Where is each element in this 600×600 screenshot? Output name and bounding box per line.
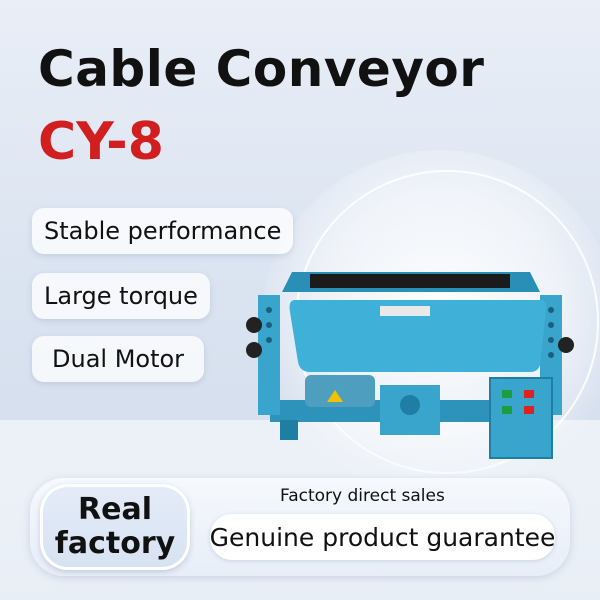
stop-button-2-icon (524, 406, 534, 414)
machine-post-left (258, 295, 280, 415)
promo-guarantee-text: Genuine product guarantee (210, 514, 555, 560)
motor (305, 375, 375, 407)
badge-line-2: factory (54, 526, 176, 561)
feature-large-torque: Large torque (32, 273, 210, 319)
machine-label (380, 306, 430, 316)
start-button-2-icon (502, 406, 512, 414)
feature-stable-performance: Stable performance (32, 208, 294, 254)
product-title: Cable Conveyor (38, 40, 485, 98)
stop-button-icon (524, 390, 534, 398)
product-model: CY-8 (38, 112, 164, 172)
start-button-icon (502, 390, 512, 398)
real-factory-badge: Real factory (40, 484, 190, 570)
warning-icon (327, 390, 343, 402)
conveyor-belt-top (310, 274, 510, 288)
knob-left-top-icon (246, 317, 262, 333)
feature-dual-motor: Dual Motor (32, 336, 205, 382)
gear-hole-icon (400, 395, 420, 415)
promo-small-text: Factory direct sales (280, 486, 445, 506)
cable-conveyor-machine-image (246, 272, 574, 459)
badge-line-1: Real (78, 492, 152, 527)
machine-foot-left (280, 420, 298, 440)
machine-body (289, 300, 547, 372)
knob-right-icon (558, 337, 574, 353)
control-box (489, 377, 553, 459)
knob-left-bottom-icon (246, 342, 262, 358)
